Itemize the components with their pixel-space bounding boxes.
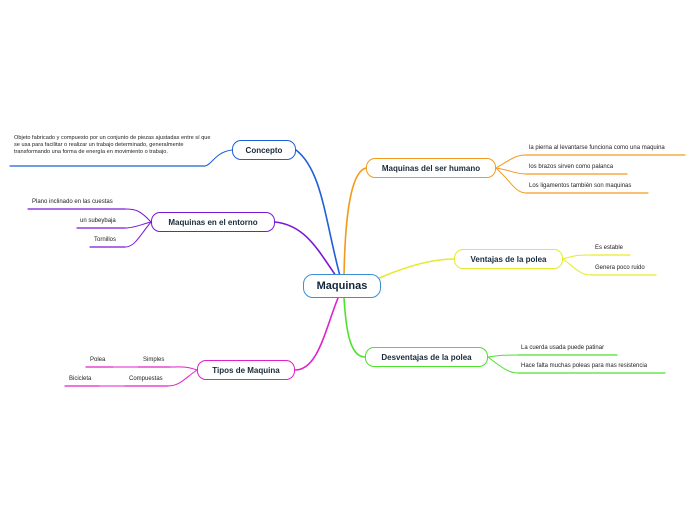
- tipos-item-compuestas: Compuestas: [129, 376, 163, 382]
- link-desventajas-1: [487, 354, 519, 358]
- link-ventajas-2: [562, 258, 592, 276]
- central-node[interactable]: Maquinas: [303, 274, 381, 298]
- link-concepto-text: [204, 149, 233, 167]
- desventajas-item-poleas: Hace falta muchas poleas para mas resist…: [521, 363, 648, 369]
- link-entorno-1: [124, 208, 152, 223]
- link-ser-1: [495, 154, 527, 169]
- entorno-node[interactable]: Maquinas en el entorno: [151, 212, 275, 232]
- ventajas-node[interactable]: Ventajas de la polea: [454, 249, 563, 269]
- link-ser-2: [495, 167, 527, 175]
- ser-humano-item-pierna: la pierna al levantarse funciona como un…: [529, 145, 665, 151]
- tipos-item-bicicleta: Bicicleta: [69, 376, 92, 382]
- link-ser-humano: [343, 167, 367, 277]
- tipos-item-simples: Simples: [143, 357, 165, 363]
- link-tipos-compuestas: [167, 369, 198, 387]
- tipos-item-polea: Polea: [90, 357, 106, 363]
- desventajas-node[interactable]: Desventajas de la polea: [365, 347, 488, 367]
- entorno-item-subeybaja: un subeybaja: [80, 218, 116, 224]
- link-desventajas: [343, 297, 366, 358]
- link-desventajas-2: [487, 356, 519, 374]
- concepto-definition-text: Objeto fabricado y compuesto por un conj…: [14, 135, 211, 156]
- link-concepto: [295, 149, 341, 277]
- link-tipos: [294, 297, 339, 371]
- ventajas-item-estable: Es estable: [595, 245, 624, 251]
- link-entorno-2: [124, 221, 152, 229]
- tipos-node[interactable]: Tipos de Maquina: [197, 360, 295, 380]
- ser-humano-item-ligamentos: Los ligamentos también son maquinas: [529, 183, 632, 189]
- link-entorno-3: [124, 221, 152, 248]
- entorno-item-plano-inclinado: Plano inclinado en las cuestas: [32, 199, 113, 205]
- link-ventajas-1: [562, 254, 592, 260]
- link-ser-3: [495, 167, 527, 194]
- ser-humano-item-brazos: los brazos sirven como palanca: [529, 164, 614, 170]
- concepto-node[interactable]: Concepto: [232, 140, 296, 160]
- link-entorno: [274, 221, 337, 277]
- entorno-item-tornillos: Tornillos: [94, 237, 117, 243]
- link-tipos-simples: [169, 366, 198, 371]
- ser-humano-node[interactable]: Maquinas del ser humano: [366, 158, 496, 178]
- desventajas-item-cuerda: La cuerda usada puede patinar: [521, 345, 605, 351]
- ventajas-item-poco-ruido: Genera poco ruido: [595, 265, 645, 271]
